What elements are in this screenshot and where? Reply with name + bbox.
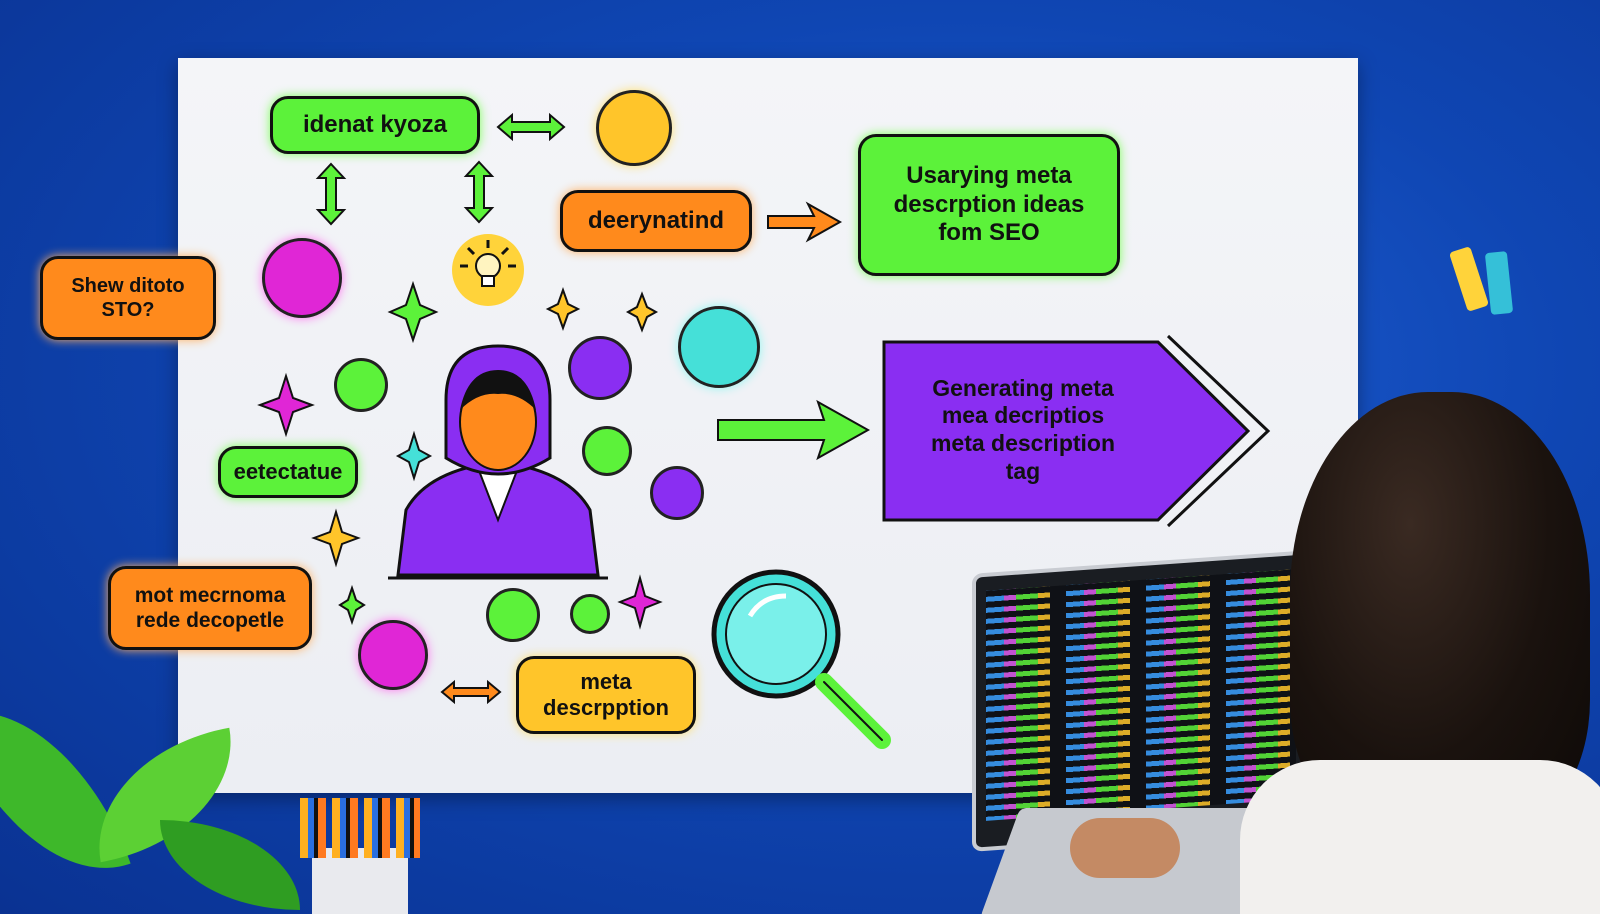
- cyan-circle: [678, 306, 760, 388]
- woman-hand: [1070, 818, 1180, 878]
- sparkle-icon: [257, 372, 315, 438]
- woman-sweater: [1240, 760, 1600, 914]
- box-shew-ditoto-label: Shew ditoto STO?: [71, 275, 185, 321]
- magnifier-icon: [711, 569, 891, 749]
- arrow-right-icon: [767, 201, 843, 243]
- box-usarying-meta-label: Usarying meta descrption ideas fom SEO: [893, 161, 1085, 247]
- green-circle: [486, 588, 540, 642]
- sparkle-icon: [338, 584, 366, 626]
- box-usarying-meta: Usarying meta descrption ideas fom SEO: [858, 134, 1120, 276]
- yellow-circle: [596, 90, 672, 166]
- sticky-tab-yellow: [1448, 246, 1490, 312]
- box-generating-meta-label: Generating meta mea decriptios meta desc…: [930, 374, 1116, 484]
- box-mot-mecrnoma: mot mecrnoma rede decopetle: [108, 566, 312, 650]
- box-meta-descrpption-label: meta descrpption: [543, 668, 669, 720]
- lightbulb-icon: [452, 234, 524, 306]
- magenta-circle-bottom: [358, 620, 428, 690]
- sparkle-icon: [311, 508, 361, 568]
- vertical-double-arrow-icon: [315, 162, 347, 226]
- sparkle-icon: [387, 280, 439, 344]
- woman-hair: [1290, 392, 1590, 832]
- sparkle-icon: [625, 291, 659, 333]
- box-idenat-kyoza-label: idenat kyoza: [302, 110, 448, 138]
- box-deerynatind: deerynatind: [560, 190, 752, 252]
- sticky-tab-cyan: [1484, 251, 1514, 315]
- box-idenat-kyoza: idenat kyoza: [270, 96, 480, 154]
- green-circle: [570, 594, 610, 634]
- box-eetectatue-label: eetectatue: [233, 458, 343, 484]
- green-circle: [582, 426, 632, 476]
- plant-leaf: [0, 675, 131, 905]
- pencils: [300, 798, 420, 858]
- arrow-right-icon: [717, 399, 871, 461]
- box-eetectatue: eetectatue: [218, 446, 358, 498]
- purple-arrow-shape: [882, 334, 1271, 528]
- person-avatar-icon: [388, 344, 608, 580]
- sparkle-icon: [395, 430, 433, 482]
- sparkle-icon: [545, 287, 581, 331]
- whiteboard: idenat kyoza deerynatind Usarying meta d…: [40, 58, 1358, 793]
- box-generating-meta: Generating meta mea decriptios meta desc…: [888, 350, 1158, 510]
- box-deerynatind-label: deerynatind: [587, 206, 725, 234]
- plant-leaf: [160, 820, 300, 910]
- purple-circle-small: [650, 466, 704, 520]
- vertical-double-arrow-icon: [463, 160, 495, 224]
- double-arrow-icon: [496, 112, 566, 142]
- double-arrow-icon: [440, 679, 502, 705]
- box-shew-ditoto: Shew ditoto STO?: [40, 256, 216, 340]
- green-circle: [334, 358, 388, 412]
- magenta-circle: [262, 238, 342, 318]
- pencil-cup: [312, 848, 408, 914]
- laptop-screen-code: [986, 569, 1296, 821]
- box-meta-descrpption: meta descrpption: [516, 656, 696, 734]
- purple-circle: [568, 336, 632, 400]
- sparkle-icon: [617, 574, 663, 630]
- box-mot-mecrnoma-label: mot mecrnoma rede decopetle: [134, 583, 286, 632]
